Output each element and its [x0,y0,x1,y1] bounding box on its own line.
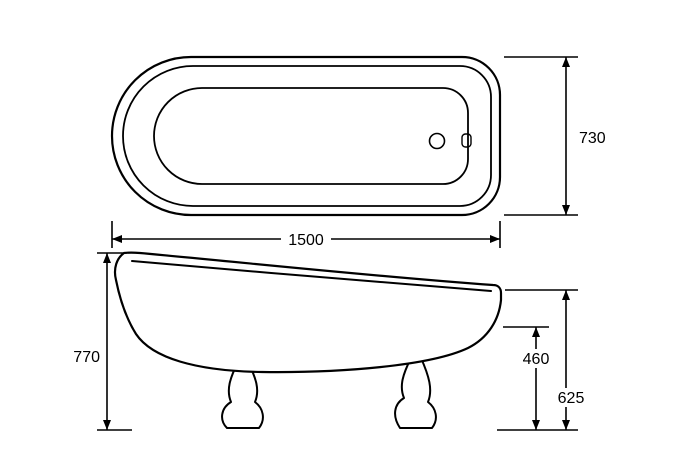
dimension-width: 730 [504,56,606,216]
claw-foot-rear [394,357,437,429]
label-background [553,388,590,407]
arrowhead [103,420,111,430]
dimension-length: 1500 [111,221,501,249]
arrowhead [562,420,570,430]
dimension-depth: 460 [503,326,555,430]
plan-view [110,55,502,217]
side-view [113,251,503,429]
plan-interior-outline [153,87,469,185]
bath-side-outline [113,251,503,374]
dimension-rim-height: 625 [497,289,590,431]
arrowhead [112,235,122,243]
arrowhead [562,290,570,300]
arrowhead [532,420,540,430]
arrowhead [562,205,570,215]
label-background [281,229,331,248]
width-label: 730 [579,130,606,147]
dimension-back-height: 770 [73,252,132,431]
arrowhead [562,57,570,67]
bath-rim-edge-line [131,260,492,292]
drain-icon [428,132,446,150]
arrowhead [532,327,540,337]
arrowhead [103,253,111,263]
back-height-label: 770 [73,349,100,366]
label-background [518,349,555,368]
depth-label: 460 [523,351,550,368]
claw-foot-front [221,361,264,429]
arrowhead [490,235,500,243]
overflow-icon [461,133,472,148]
rim-height-label: 625 [558,390,585,407]
length-label: 1500 [288,232,324,249]
